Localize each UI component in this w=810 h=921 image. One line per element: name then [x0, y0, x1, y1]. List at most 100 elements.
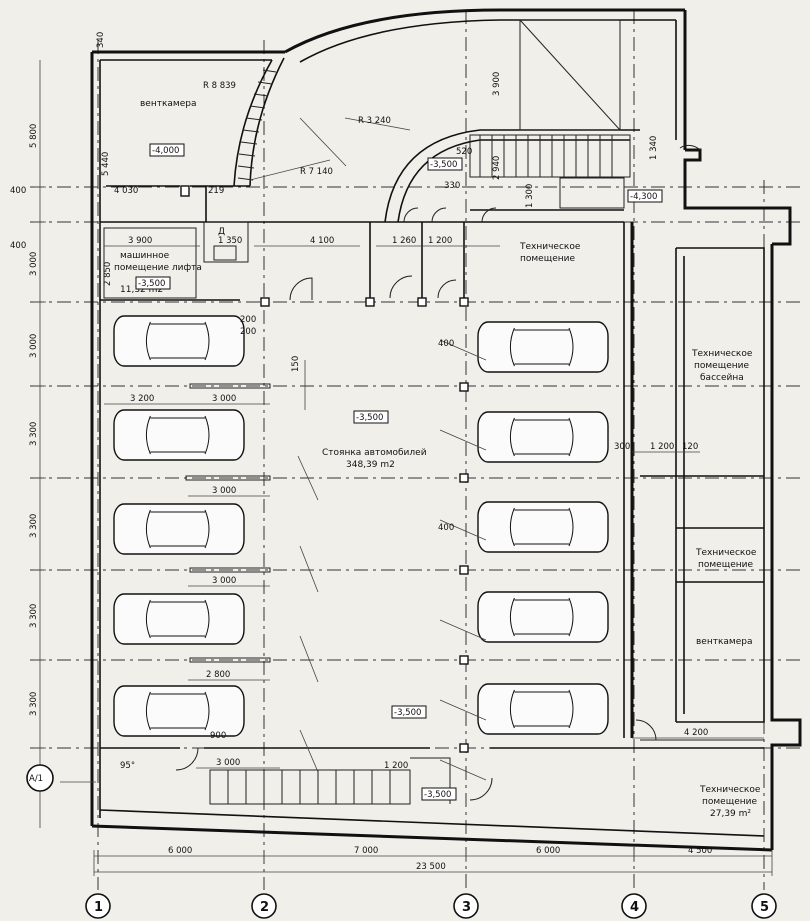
parking-label: Стоянка автомобилей [322, 448, 427, 458]
car-right-2 [477, 411, 609, 463]
svg-text:3 000: 3 000 [29, 252, 39, 276]
svg-text:3 300: 3 300 [29, 604, 39, 628]
level-marker-2: -3,500 [135, 276, 171, 290]
svg-text:2 940: 2 940 [492, 156, 502, 180]
outer-walls [90, 8, 802, 852]
svg-text:3: 3 [462, 900, 471, 915]
lift-machine-label-2: помещение лифта [114, 263, 202, 273]
svg-text:120: 120 [682, 442, 698, 452]
svg-text:3 000: 3 000 [212, 394, 236, 404]
svg-text:-3,500: -3,500 [394, 708, 421, 718]
svg-text:-3,500: -3,500 [356, 413, 383, 423]
car-left-4 [113, 593, 245, 645]
svg-text:2 850: 2 850 [103, 262, 113, 286]
dimension-lines [34, 60, 773, 876]
axis-bubble-1: 1 [85, 893, 111, 919]
svg-text:-4,300: -4,300 [630, 192, 657, 202]
svg-text:1: 1 [94, 900, 103, 915]
car-left-5 [113, 685, 245, 737]
svg-text:4 100: 4 100 [310, 236, 334, 246]
svg-text:3 000: 3 000 [216, 758, 240, 768]
tech-bottom-label-1: Техническое [699, 785, 761, 795]
inner-arc-wall [384, 129, 640, 223]
svg-text:520: 520 [456, 147, 472, 157]
level-marker-1: -4,000 [149, 143, 185, 157]
svg-text:200: 200 [240, 327, 256, 337]
svg-text:3 300: 3 300 [29, 422, 39, 446]
svg-text:-3,500: -3,500 [138, 279, 165, 289]
tech-top-label-2: помещение [520, 254, 575, 264]
svg-text:5 800: 5 800 [29, 124, 39, 148]
cars-left-group [113, 315, 245, 737]
car-left-1 [113, 315, 245, 367]
car-right-1 [477, 321, 609, 373]
svg-text:4 500: 4 500 [688, 846, 712, 856]
car-left-3 [113, 503, 245, 555]
curbs [185, 383, 271, 663]
svg-text:2 800: 2 800 [206, 670, 230, 680]
svg-text:1 340: 1 340 [649, 136, 659, 160]
svg-text:400: 400 [438, 523, 454, 533]
svg-text:-3,500: -3,500 [430, 160, 457, 170]
svg-text:3 000: 3 000 [29, 334, 39, 358]
top-right-stair [469, 19, 631, 209]
svg-text:1 260: 1 260 [392, 236, 416, 246]
svg-text:3 000: 3 000 [212, 576, 236, 586]
lift-area-label: 11,32 m2 [120, 285, 163, 295]
partitions [106, 185, 624, 298]
svg-text:200: 200 [240, 315, 256, 325]
tech-mid-label-2: помещение [698, 560, 753, 570]
ventkamera-right-label: венткамера [696, 637, 752, 647]
pool-tech-label-1: Техническое [691, 349, 753, 359]
svg-text:1 350: 1 350 [218, 236, 242, 246]
axis-bubble-5: 5 [751, 893, 777, 919]
svg-text:3 300: 3 300 [29, 514, 39, 538]
car-right-5 [477, 683, 609, 735]
bottom-stair [209, 757, 451, 805]
level-marker-5: -3,500 [353, 410, 389, 424]
svg-text:5: 5 [760, 900, 769, 915]
car-right-3 [477, 501, 609, 553]
svg-text:1 200: 1 200 [384, 761, 408, 771]
room-d-inner [213, 245, 237, 261]
lift-machine-label-1: машинное [120, 251, 170, 261]
svg-text:3 900: 3 900 [128, 236, 152, 246]
radius-label-3: R 3 240 [358, 116, 391, 126]
room-d [203, 221, 249, 263]
car-left-2 [113, 409, 245, 461]
curved-stair [237, 69, 277, 181]
level-marker-6: -3,500 [391, 705, 427, 719]
svg-text:7 000: 7 000 [354, 846, 378, 856]
inner-dimension-labels: 3 900 1 350 4 100 1 260 1 200 3 200 3 00… [101, 72, 708, 771]
svg-text:150: 150 [291, 356, 301, 372]
tech-bottom-label-2: помещение [702, 797, 757, 807]
svg-text:400: 400 [438, 339, 454, 349]
pool-tech-label-3: бассейна [700, 373, 744, 383]
pool-tech-label-2: помещение [694, 361, 749, 371]
axis-bubble-4: 4 [621, 893, 647, 919]
radius-label-2: R 7 140 [300, 167, 333, 177]
total-dimension: 23 500 [416, 862, 446, 872]
bottom-dimension-labels: 6 000 7 000 6 000 4 500 23 500 [168, 846, 712, 872]
lift-room [103, 227, 197, 299]
svg-text:-4,000: -4,000 [152, 146, 179, 156]
svg-text:4: 4 [630, 900, 639, 915]
tech-top-label-1: Техническое [519, 242, 581, 252]
svg-text:300: 300 [614, 442, 630, 452]
level-marker-7: -3,500 [421, 787, 457, 801]
inner-arc-wall-2 [397, 139, 630, 223]
room-d-label: Д [218, 227, 225, 237]
columns [180, 185, 469, 753]
svg-text:1 300: 1 300 [525, 184, 535, 208]
svg-text:1 200: 1 200 [428, 236, 452, 246]
svg-text:3 900: 3 900 [492, 72, 502, 96]
right-rooms [640, 247, 765, 741]
svg-text:400: 400 [10, 241, 26, 251]
svg-text:6 000: 6 000 [168, 846, 192, 856]
svg-text:330: 330 [444, 181, 460, 191]
svg-text:4 200: 4 200 [684, 728, 708, 738]
doors [175, 144, 701, 801]
svg-text:3 000: 3 000 [212, 486, 236, 496]
level-marker-4: -4,300 [627, 189, 663, 203]
